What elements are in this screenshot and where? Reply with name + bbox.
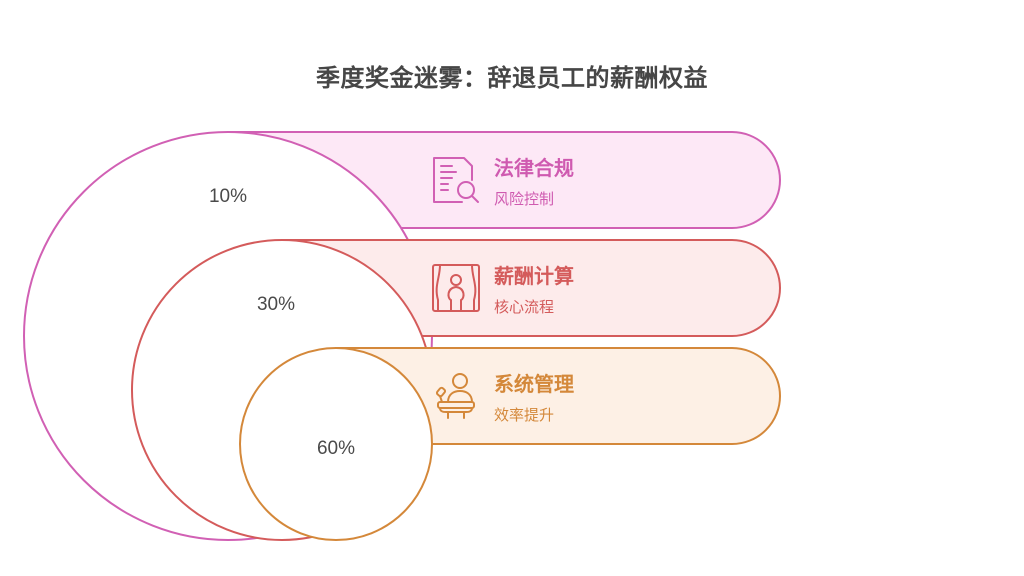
layer-subheading: 风险控制 — [494, 191, 555, 208]
layer-heading: 法律合规 — [494, 158, 574, 180]
percent-label-system: 60% — [316, 438, 356, 459]
stage-person-icon — [432, 264, 480, 312]
diagram-title: 季度奖金迷雾：辞退员工的薪酬权益 — [316, 65, 708, 92]
document-search-icon — [433, 157, 479, 203]
percent-label-legal: 10% — [208, 186, 248, 207]
layer-legal-compliance: 法律合规 风险控制 — [432, 156, 732, 216]
layer-salary-calculation: 薪酬计算 核心流程 — [432, 264, 732, 324]
layer-heading: 系统管理 — [494, 374, 574, 396]
circle-system-management — [239, 347, 433, 541]
layer-heading: 薪酬计算 — [494, 266, 574, 288]
layer-system-management: 系统管理 效率提升 — [432, 372, 732, 432]
layer-subheading: 效率提升 — [494, 407, 555, 424]
pill-system-management — [335, 347, 781, 445]
layer-subheading: 核心流程 — [494, 299, 555, 316]
speaker-podium-icon — [435, 373, 475, 419]
percent-label-salary: 30% — [256, 294, 296, 315]
